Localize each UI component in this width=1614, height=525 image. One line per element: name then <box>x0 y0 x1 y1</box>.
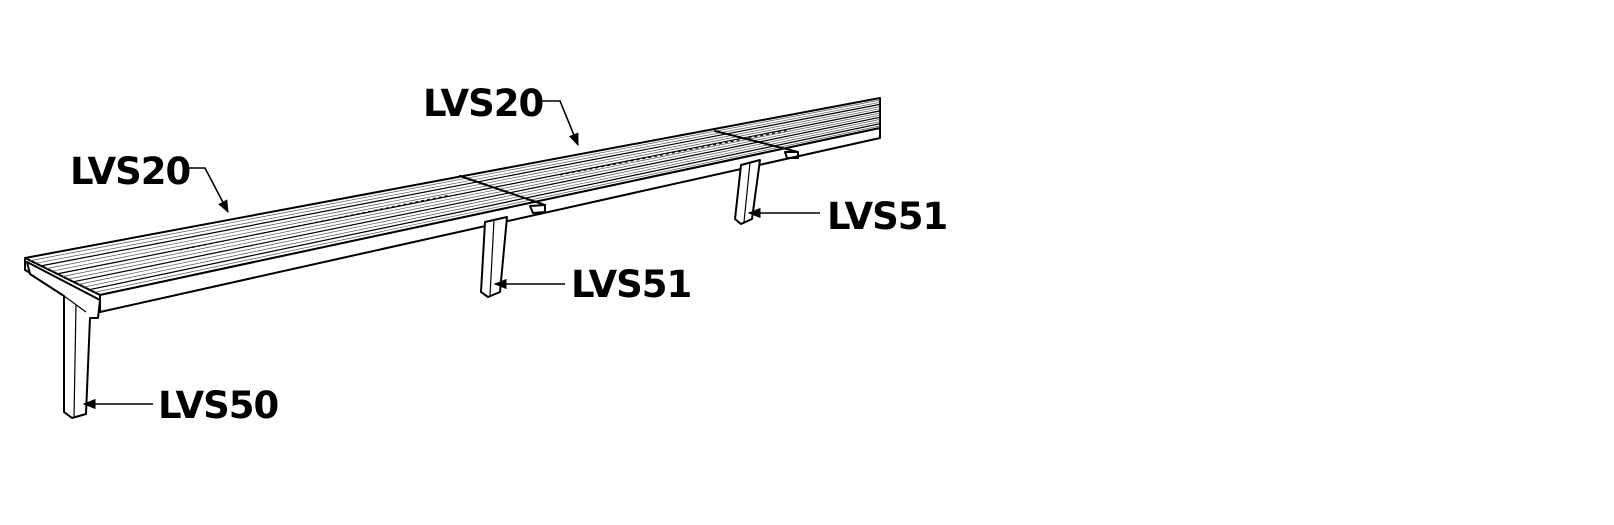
leader-top-middle-seat <box>542 100 579 147</box>
seat-slat-line <box>62 112 881 277</box>
leader-top-left-seat <box>187 167 229 214</box>
seat-slat-line <box>89 123 881 291</box>
right-leg <box>734 159 761 225</box>
callout-middle-leg: LVS51 <box>571 263 691 306</box>
seat-slat-line <box>51 108 881 272</box>
end-leg <box>26 261 101 419</box>
seat-hidden-line-1 <box>179 194 451 251</box>
seat-slat-line <box>83 121 881 288</box>
callout-top-middle-seat: LVS20 <box>423 82 543 125</box>
seat-slat-line <box>73 116 881 283</box>
seat-bracket-1 <box>529 204 546 214</box>
seat-joint-2 <box>714 130 799 153</box>
seat-slat-line <box>30 99 881 261</box>
seat-joint-1 <box>459 175 546 206</box>
callout-right-leg: LVS51 <box>827 195 947 238</box>
seat-slat-line <box>67 114 881 280</box>
callout-end-leg: LVS50 <box>158 384 278 427</box>
callout-top-left-seat: LVS20 <box>70 150 190 193</box>
middle-leg <box>480 216 508 298</box>
seat-slat-line <box>35 101 881 264</box>
seat-slat-line <box>78 119 881 285</box>
seat-slat-line <box>40 103 881 267</box>
seat-slat-line <box>46 106 881 269</box>
seat-bracket-2 <box>784 151 799 159</box>
seat-slat-line <box>94 125 881 293</box>
